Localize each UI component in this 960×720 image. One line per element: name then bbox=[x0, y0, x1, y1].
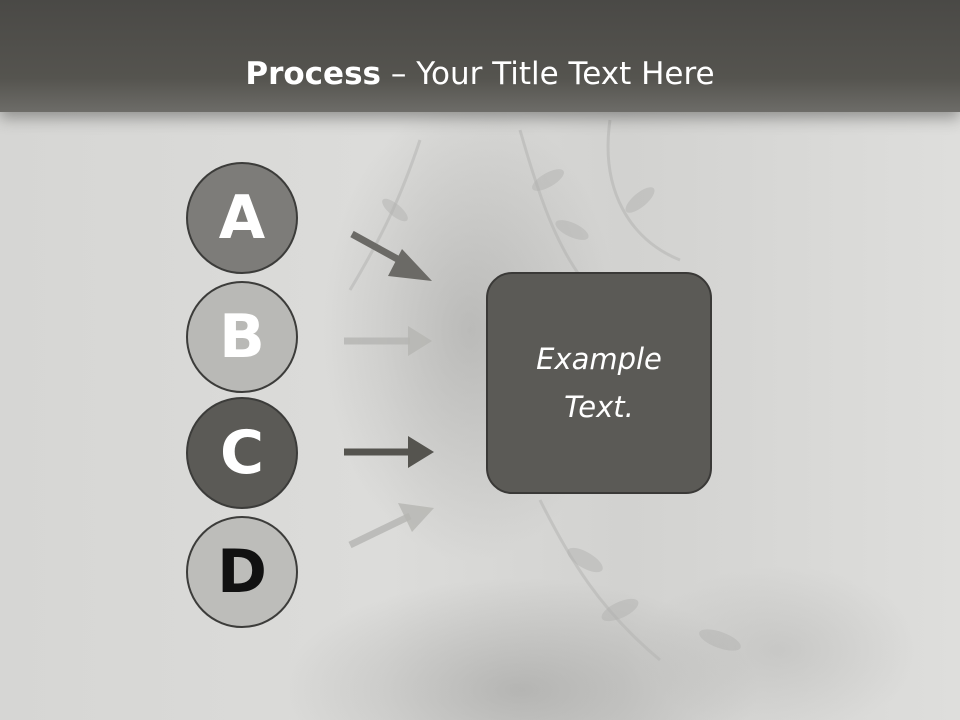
result-box: Example Text. bbox=[486, 272, 712, 494]
step-b-circle: B bbox=[186, 281, 298, 393]
step-c-circle: C bbox=[186, 397, 298, 509]
title-bold: Process bbox=[245, 56, 381, 92]
arrow-c bbox=[344, 436, 434, 468]
result-text: Example Text. bbox=[536, 342, 662, 424]
slide-title: Process – Your Title Text Here bbox=[0, 52, 960, 96]
arrow-a bbox=[350, 230, 432, 281]
title-bar bbox=[0, 0, 960, 112]
step-d-circle: D bbox=[186, 516, 298, 628]
step-a-circle: A bbox=[186, 162, 298, 274]
arrow-b bbox=[344, 326, 432, 356]
arrow-d bbox=[348, 503, 434, 549]
title-rest: – Your Title Text Here bbox=[381, 56, 715, 92]
